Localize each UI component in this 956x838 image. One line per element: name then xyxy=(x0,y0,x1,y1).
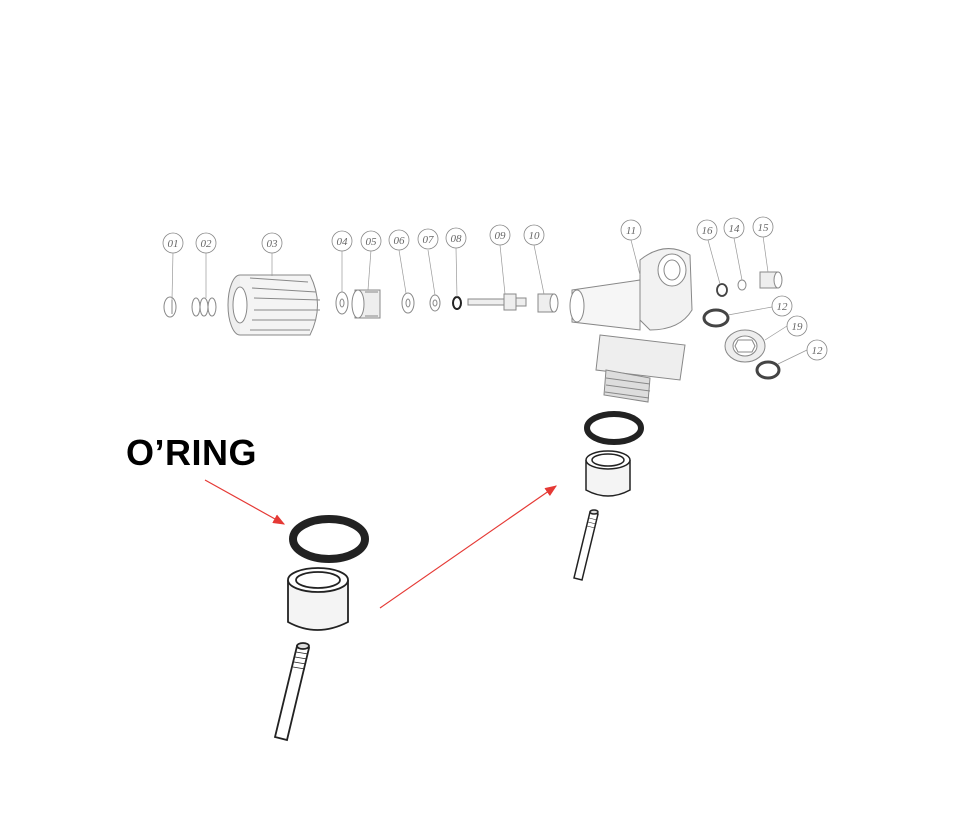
svg-text:12: 12 xyxy=(812,345,824,357)
svg-text:03: 03 xyxy=(267,238,279,250)
callout-10: 10 xyxy=(523,224,545,246)
svg-text:11: 11 xyxy=(626,225,636,237)
svg-text:08: 08 xyxy=(451,233,463,245)
part-12-upper xyxy=(702,308,730,328)
part-02 xyxy=(191,297,217,317)
sleeve-small xyxy=(585,450,631,497)
part-15 xyxy=(759,271,783,289)
part-16 xyxy=(716,283,728,297)
tube-large xyxy=(273,642,311,742)
svg-text:09: 09 xyxy=(495,230,507,242)
added-parts-small xyxy=(573,411,644,581)
oring-small xyxy=(584,411,644,445)
svg-text:02: 02 xyxy=(201,238,213,250)
part-14 xyxy=(737,279,747,291)
red-arrows xyxy=(204,479,557,609)
sleeve-large xyxy=(287,567,349,631)
part-19-plug xyxy=(724,329,766,363)
svg-text:12: 12 xyxy=(777,301,789,313)
callout-06: 06 xyxy=(388,229,410,251)
callout-01: 01 xyxy=(162,232,184,254)
svg-text:19: 19 xyxy=(792,321,804,333)
svg-text:15: 15 xyxy=(758,222,770,234)
callout-16: 16 xyxy=(696,219,718,241)
callout-11: 11 xyxy=(620,219,642,241)
part-09-stem xyxy=(467,293,527,311)
svg-text:06: 06 xyxy=(394,235,406,247)
added-parts-large xyxy=(273,515,369,742)
arrow-to-oring xyxy=(204,479,286,525)
part-03-handwheel xyxy=(227,274,321,336)
part-08 xyxy=(452,296,462,310)
callout-07: 07 xyxy=(417,228,439,250)
callout-14: 14 xyxy=(723,217,745,239)
callout-12-upper: 12 xyxy=(771,295,793,317)
svg-text:05: 05 xyxy=(366,236,378,248)
part-01 xyxy=(163,296,177,318)
part-04 xyxy=(335,291,349,315)
callout-19: 19 xyxy=(786,315,808,337)
part-12-lower xyxy=(755,360,781,380)
callout-leaders xyxy=(171,235,808,365)
part-05 xyxy=(351,289,381,319)
tube-small xyxy=(573,509,599,581)
svg-text:01: 01 xyxy=(168,238,179,250)
part-11-valve-body xyxy=(569,248,693,403)
oring-title: O’RING xyxy=(126,432,258,473)
svg-text:14: 14 xyxy=(729,223,741,235)
callout-15: 15 xyxy=(752,216,774,238)
svg-text:04: 04 xyxy=(337,236,349,248)
callout-09: 09 xyxy=(489,224,511,246)
callout-05: 05 xyxy=(360,230,382,252)
oring-large xyxy=(289,515,369,563)
callout-02: 02 xyxy=(195,232,217,254)
callout-04: 04 xyxy=(331,230,353,252)
part-10-seat xyxy=(537,293,559,313)
arrow-to-assembly xyxy=(379,485,557,609)
part-06 xyxy=(401,292,415,314)
svg-text:10: 10 xyxy=(529,230,541,242)
valve-assembly xyxy=(163,248,783,403)
callouts: 01 02 03 04 05 06 07 08 09 10 11 16 14 1… xyxy=(162,216,828,361)
callout-08: 08 xyxy=(445,227,467,249)
svg-text:07: 07 xyxy=(423,234,435,246)
callout-03: 03 xyxy=(261,232,283,254)
svg-text:16: 16 xyxy=(702,225,714,237)
callout-12-lower: 12 xyxy=(806,339,828,361)
part-07 xyxy=(429,294,441,312)
